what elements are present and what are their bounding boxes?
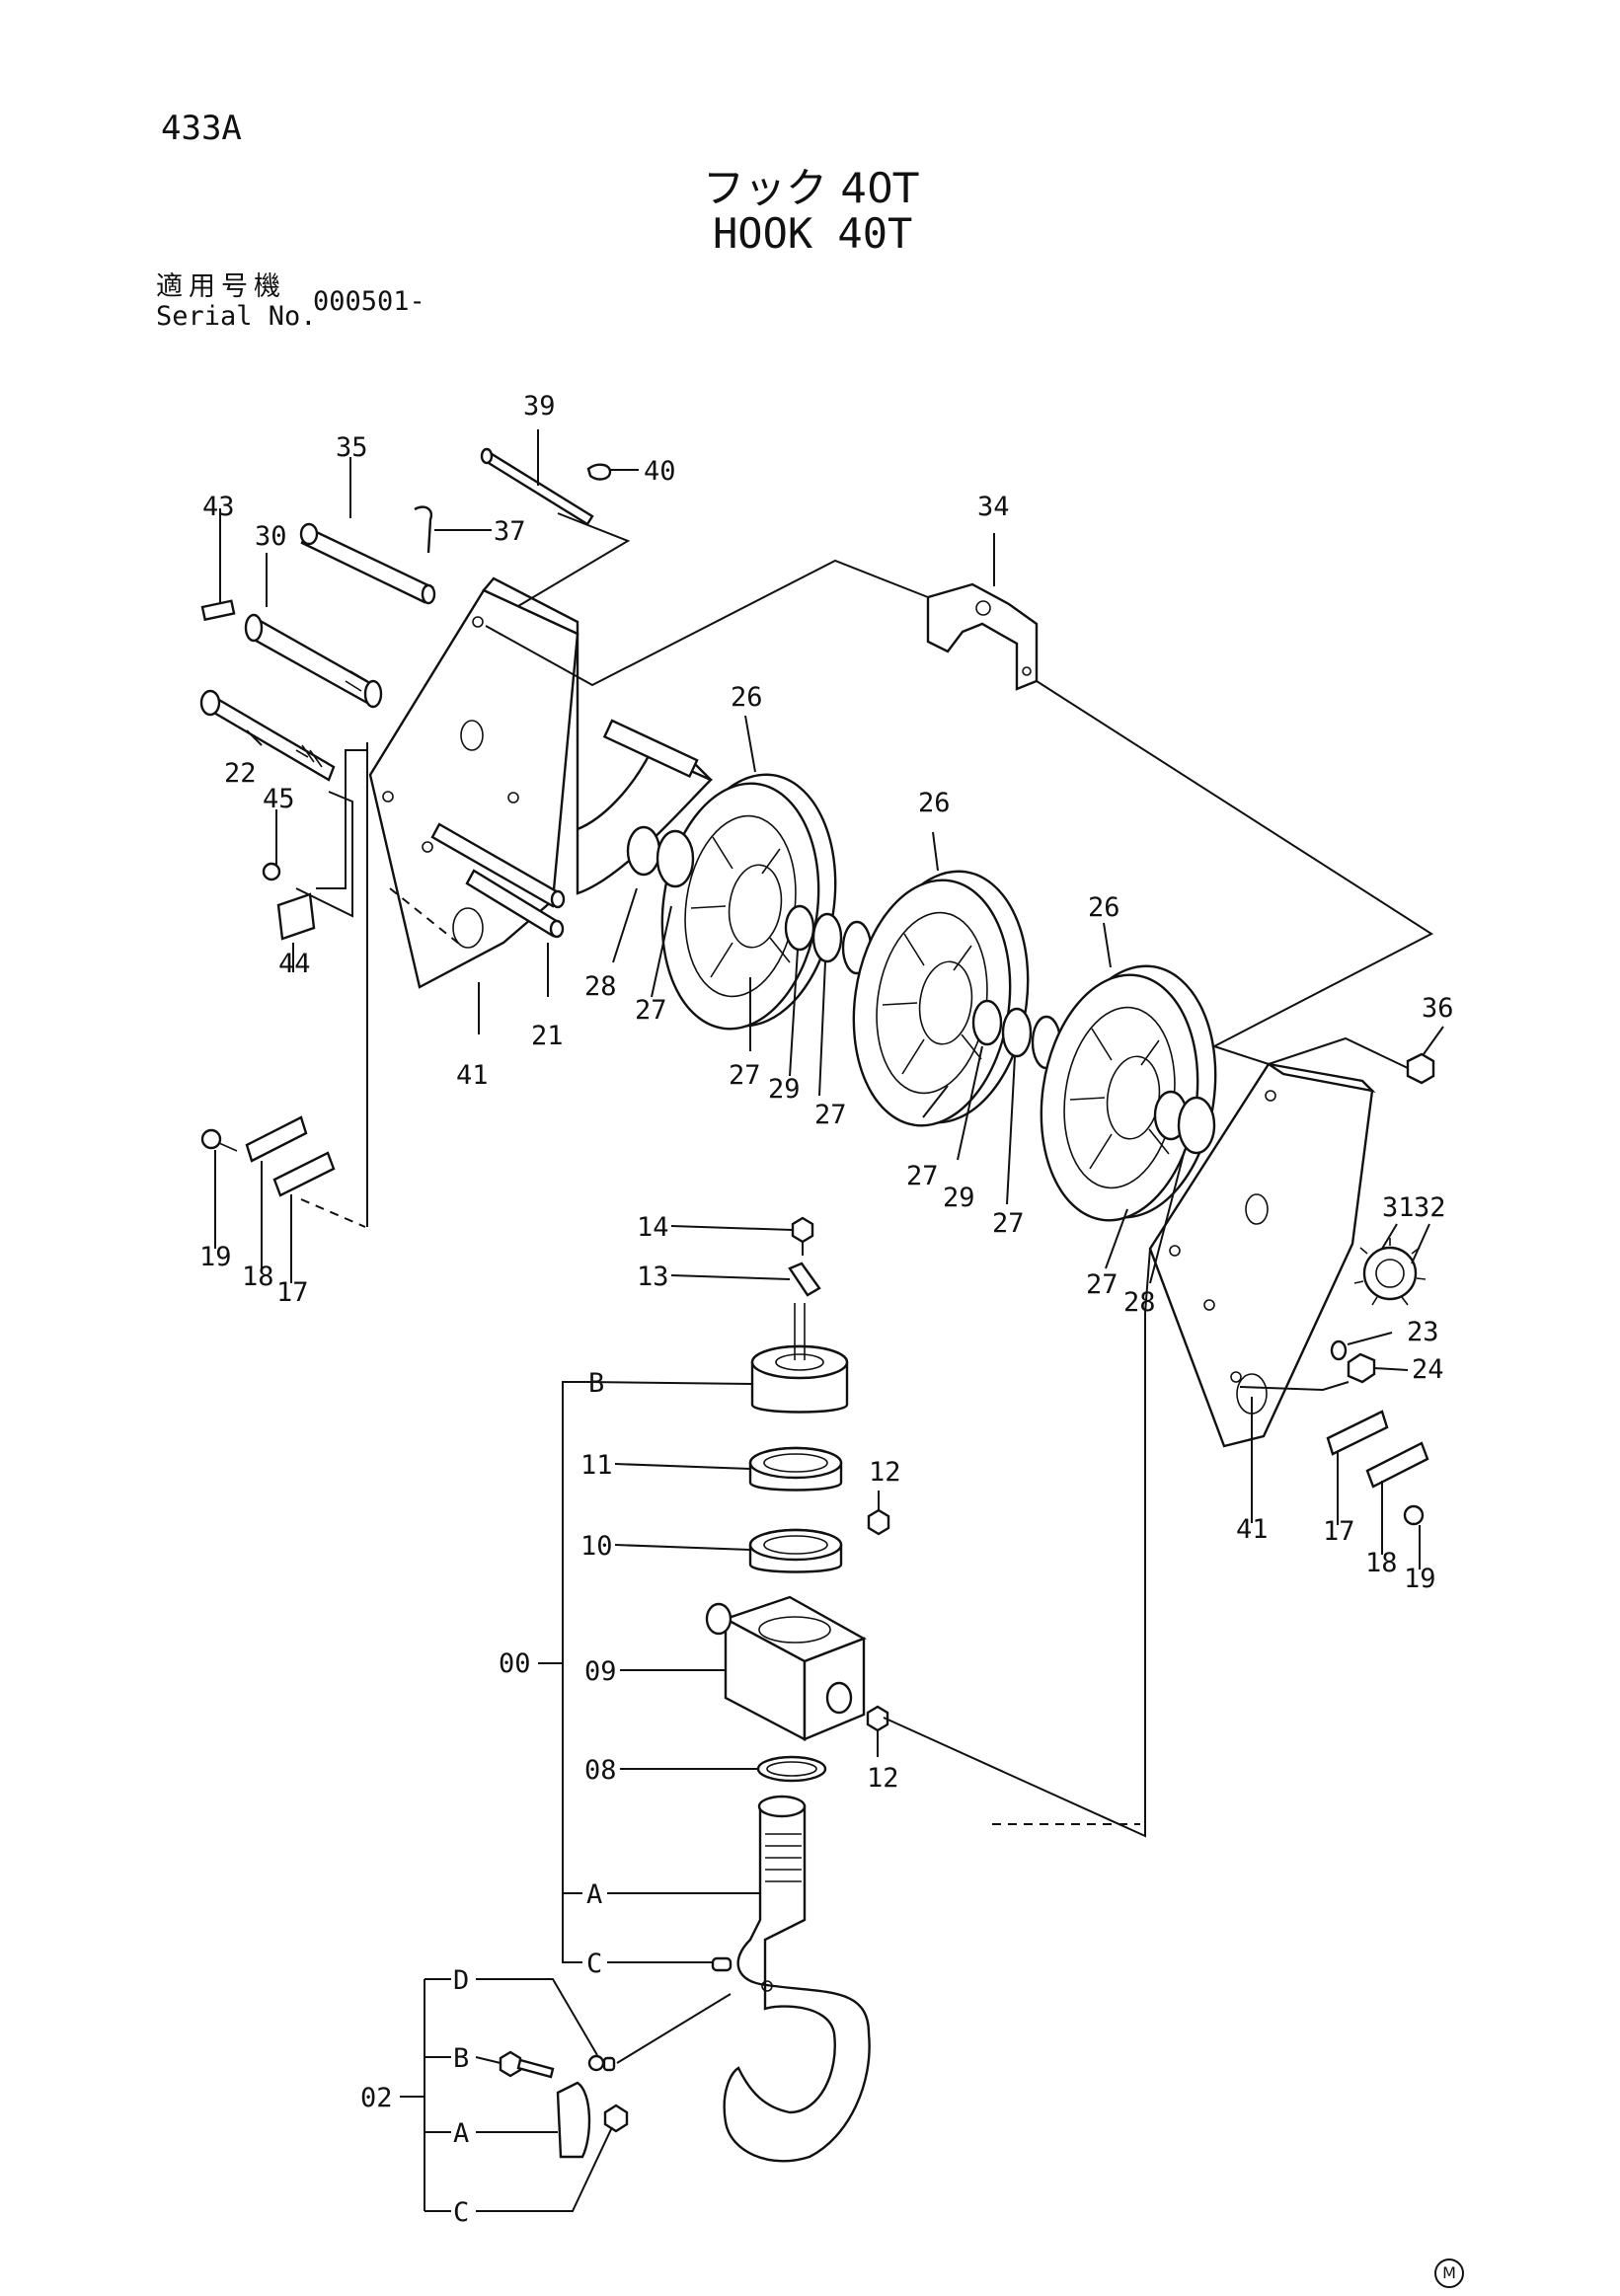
callout-09: 09 [584,1656,617,1687]
sprocket-part-31-32 [1353,1238,1427,1306]
link-plate-part-17-18-right [1326,1410,1429,1526]
bearing-race-part-11 [748,1446,843,1492]
sublabel-B-kit: B [453,2043,469,2074]
callout-44: 44 [278,949,311,979]
leader-lines [214,429,1444,2212]
page-title-english: HOOK 40T [713,209,913,258]
callout-00: 00 [499,1648,531,1679]
nut-part-B [750,1303,849,1414]
footer-mark: M [1434,2258,1464,2288]
bolt-part-22 [199,689,336,782]
plate-part-44 [276,892,316,941]
callout-27-b: 27 [729,1060,761,1091]
bolt-part-45 [262,862,281,881]
callout-27-e: 27 [992,1208,1025,1239]
callout-12-top: 12 [869,1457,901,1488]
callout-27-f: 27 [1086,1269,1119,1300]
sublabel-C-assy: C [586,1949,602,1979]
latch-part-A [556,2081,591,2159]
callout-19-left: 19 [199,1242,232,1272]
bolt-part-14 [791,1216,814,1256]
sheave-part-26-first [660,773,837,1031]
callout-19-right: 19 [1404,1564,1436,1594]
sublabel-C-kit: C [453,2197,469,2228]
callout-37: 37 [494,516,526,547]
hook-part-A [723,1795,871,2163]
callout-28-right: 28 [1123,1287,1156,1318]
washer-part-23 [1330,1339,1348,1361]
callout-22: 22 [224,758,257,789]
callout-10: 10 [580,1531,613,1562]
callout-27-c: 27 [814,1100,847,1130]
callout-18-left: 18 [242,1262,274,1292]
serial-label-english: Serial No. [156,301,317,332]
nut-part-02D [587,2054,616,2072]
page-title-japanese: フック 40T [703,164,919,212]
callout-21: 21 [531,1021,564,1051]
cotter-part-37 [414,505,433,554]
callout-24: 24 [1412,1354,1444,1385]
callout-27-d: 27 [906,1161,939,1191]
callout-08: 08 [584,1755,617,1786]
nut-part-02C [603,2104,629,2133]
nut-part-24 [1347,1352,1376,1384]
shaft-part-21-rods [430,822,566,939]
sublabel-D-kit: D [453,1965,469,1996]
callout-02: 02 [360,2083,393,2113]
bearing-part-28-right [1153,1090,1216,1155]
pin-part-40 [586,463,612,481]
bearing-part-28-left [626,825,695,888]
callout-30: 30 [255,521,287,552]
trunnion-part-09 [705,1595,867,1741]
callout-17-right: 17 [1323,1516,1355,1547]
pin-part-35 [299,522,436,605]
callout-39: 39 [523,391,556,421]
callout-26-first: 26 [731,682,763,713]
callout-12-bottom: 12 [867,1763,899,1794]
callout-29-b: 29 [943,1183,975,1213]
nut-part-36 [1406,1052,1435,1085]
bracket-part-34 [926,582,1039,691]
grease-nipple-part-12 [866,1508,890,1732]
callout-32: 32 [1414,1192,1446,1223]
callout-29-a: 29 [768,1074,801,1105]
bolt-part-02B [499,2050,555,2079]
sublabel-A-kit: A [453,2118,469,2149]
callout-31: 31 [1382,1192,1415,1223]
sublabel-A-assy: A [586,1879,602,1910]
callout-18-right: 18 [1365,1548,1398,1578]
callout-35: 35 [336,432,368,463]
callout-34: 34 [977,492,1010,522]
sublabel-B-assy: B [588,1368,604,1399]
bracket-part-21 [576,634,714,895]
page-code: 433A [161,109,242,148]
pin-part-30 [244,613,383,709]
link-plate-part-17-18-left [200,1115,336,1197]
callout-17-left: 17 [276,1277,309,1308]
callout-26-second: 26 [918,788,951,818]
callout-26-third: 26 [1088,892,1120,923]
callout-13: 13 [637,1262,669,1292]
callout-27-a: 27 [635,995,667,1026]
callout-45: 45 [263,784,295,814]
serial-number-value: 000501- [313,286,425,317]
callout-40: 40 [644,456,676,487]
lock-plate-part-13 [788,1262,821,1297]
callout-11: 11 [580,1450,613,1481]
pin-part-C [711,1956,733,1972]
callout-28-left: 28 [584,971,617,1002]
callout-43: 43 [202,492,235,522]
callout-14: 14 [637,1212,669,1243]
callout-41-right: 41 [1236,1514,1269,1545]
sheave-part-26-second [852,870,1030,1127]
bearing-part-10 [748,1528,843,1573]
callout-23: 23 [1407,1317,1439,1347]
serial-label-japanese: 適用号機 [156,271,286,302]
key-part-43 [200,599,236,622]
callout-36: 36 [1422,993,1454,1024]
ring-part-08 [756,1755,827,1783]
callout-41-left: 41 [456,1060,489,1091]
